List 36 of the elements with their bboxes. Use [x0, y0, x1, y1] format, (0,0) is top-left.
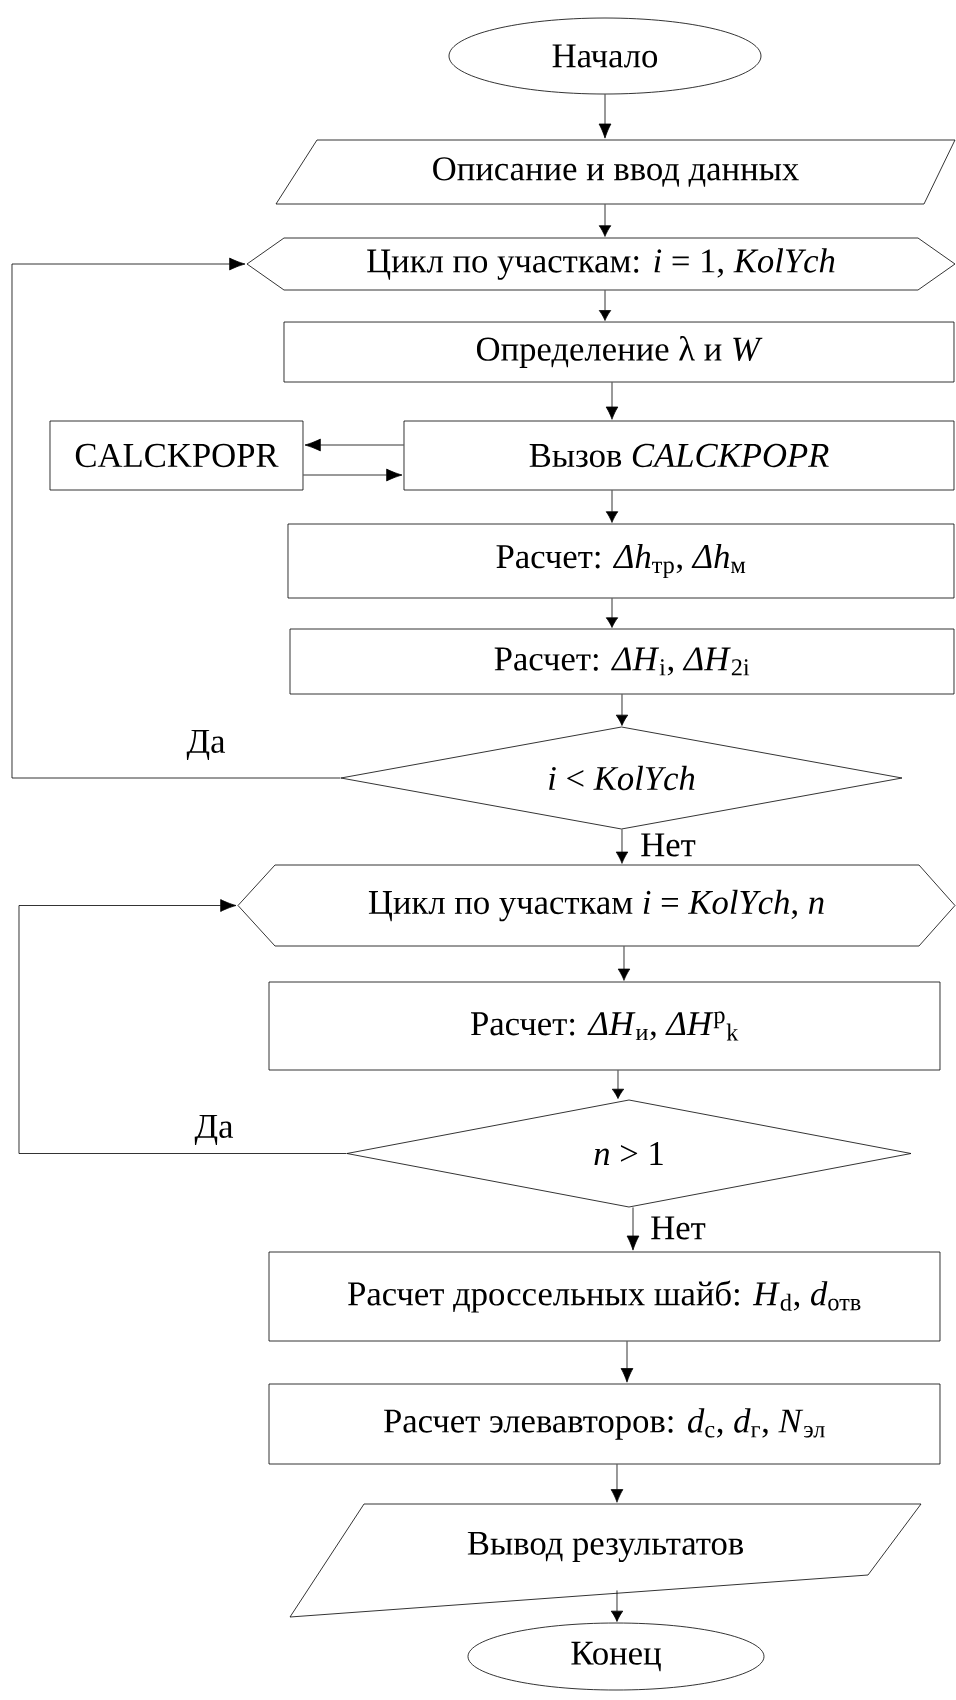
arrow	[626, 1207, 640, 1251]
arrow	[610, 1590, 624, 1622]
process-box: Расчет элевавторов: d$_{с}$, d$_{г}$, N$_{эл}$	[268, 1383, 941, 1465]
arrow	[303, 468, 403, 482]
arrow	[598, 204, 612, 237]
process-box: Расчет дроссельных шайб: H$_{d}$, d$_{отв}$	[268, 1251, 941, 1342]
edge-label: Нет	[638, 832, 698, 858]
process-box: Вызов CALCKPOPR	[403, 420, 955, 491]
edge-label: Нет	[648, 1215, 708, 1241]
end-oval: Конец	[467, 1622, 765, 1691]
edge-label: Да	[193, 1113, 235, 1147]
process-box: Расчет: ΔH$_{и}$, ΔH$^{р}$k	[268, 981, 941, 1071]
loop-hexagon: Цикл по участкам i = KolYch, n	[237, 864, 956, 947]
process-box: Определение λ и W	[283, 321, 955, 383]
arrow	[615, 694, 629, 726]
arrow	[617, 946, 631, 981]
arrow	[598, 290, 612, 321]
loop-hexagon: Цикл по участкам: i = 1, KolYch	[246, 237, 956, 291]
arrow	[605, 382, 619, 420]
arrow	[605, 598, 619, 628]
arrow	[620, 1341, 634, 1383]
arrow	[18, 899, 347, 1154]
subroutine-box: CALCKPOPR	[49, 420, 304, 491]
arrow	[615, 829, 629, 864]
arrow	[598, 94, 612, 139]
arrow	[605, 490, 619, 523]
process-box: Расчет: ΔH$_{i}$, ΔH$_{2i}$	[289, 628, 955, 695]
input-parallelogram: Описание и ввод данных	[275, 139, 956, 205]
arrow	[304, 438, 404, 452]
output-parallelogram: Вывод результатов	[289, 1503, 922, 1618]
process-box: Расчет: Δh$_{тр}$, Δh$_{м}$	[287, 523, 955, 599]
edge-label: Да	[185, 728, 227, 762]
arrow	[11, 257, 341, 779]
start-oval: Начало	[448, 17, 762, 95]
arrow	[611, 1070, 625, 1099]
arrow	[610, 1464, 624, 1503]
